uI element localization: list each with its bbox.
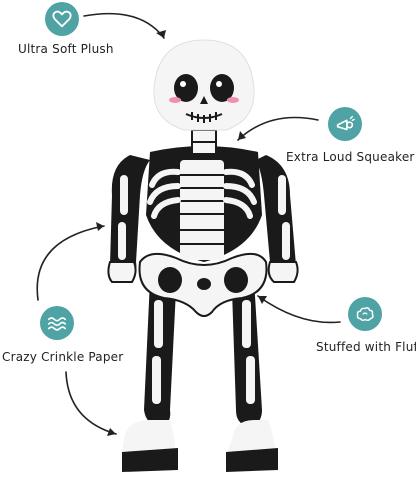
wavy-lines-icon <box>47 317 67 331</box>
feature-label-squeaker: Extra Loud Squeaker <box>286 150 415 164</box>
arrow-crinkle-lower <box>65 371 117 435</box>
feature-label-soft-plush: Ultra Soft Plush <box>18 42 114 56</box>
crinkle-badge <box>40 306 74 340</box>
squeaker-badge <box>328 107 362 141</box>
feature-label-crinkle: Crazy Crinkle Paper <box>2 350 124 364</box>
feature-label-fluff: Stuffed with Fluff <box>316 340 416 354</box>
heart-icon <box>52 10 72 28</box>
arrow-squeaker <box>237 116 319 141</box>
fluff-badge <box>348 297 382 331</box>
soft-plush-badge <box>45 2 79 36</box>
fluff-cloud-icon <box>356 307 374 321</box>
arrow-soft-plush <box>83 12 165 39</box>
arrow-fluff <box>257 295 341 324</box>
squeaker-horn-icon <box>336 115 355 131</box>
arrow-crinkle <box>36 225 105 301</box>
